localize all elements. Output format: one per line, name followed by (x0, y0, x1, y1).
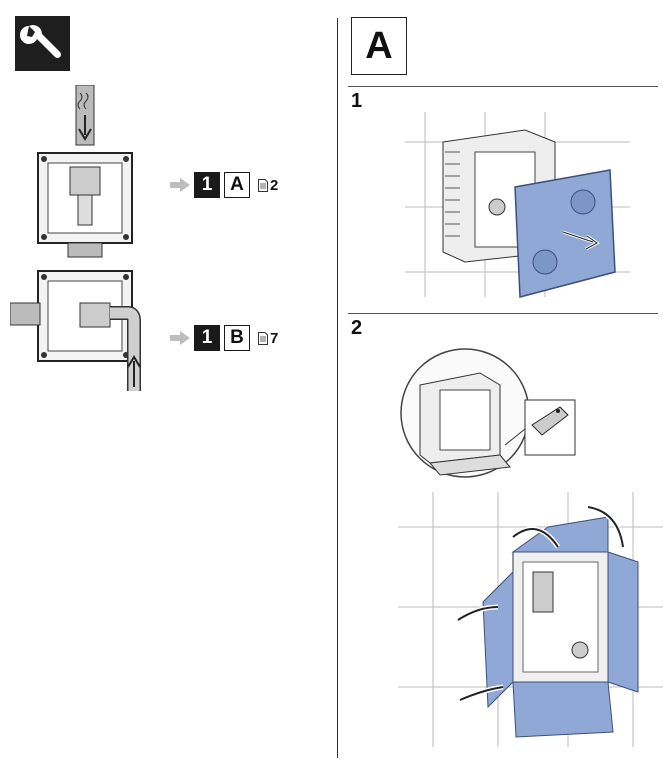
page-number: 2 (270, 176, 279, 194)
document-icon (258, 331, 268, 345)
step-divider (348, 313, 658, 314)
section-letter: A (365, 24, 393, 67)
section-letter-badge: A (224, 172, 250, 198)
page-reference: 7 (258, 330, 278, 347)
document-icon (258, 178, 268, 192)
installation-variant-a-illustration (30, 84, 140, 270)
arrow-right-icon (170, 331, 190, 345)
step-divider (348, 86, 658, 87)
wrench-icon (15, 16, 70, 71)
section-letter-box: A (351, 17, 407, 75)
step-1-illustration (405, 112, 630, 307)
step-2-open-flaps-illustration (398, 492, 663, 757)
section-letter-badge: B (224, 325, 250, 351)
page-number: 7 (270, 329, 279, 347)
installation-variant-b-illustration (9, 265, 160, 400)
step-number-badge: 1 (194, 172, 220, 198)
step-2-cut-detail-illustration (400, 345, 585, 495)
variant-b-reference: 1 B 7 (170, 325, 278, 351)
page-reference: 2 (258, 177, 278, 194)
step-number-badge: 1 (194, 325, 220, 351)
step-number: 1 (351, 90, 363, 112)
column-divider (337, 18, 338, 758)
variant-a-reference: 1 A 2 (170, 172, 278, 198)
step-number: 2 (351, 317, 363, 339)
arrow-right-icon (170, 178, 190, 192)
